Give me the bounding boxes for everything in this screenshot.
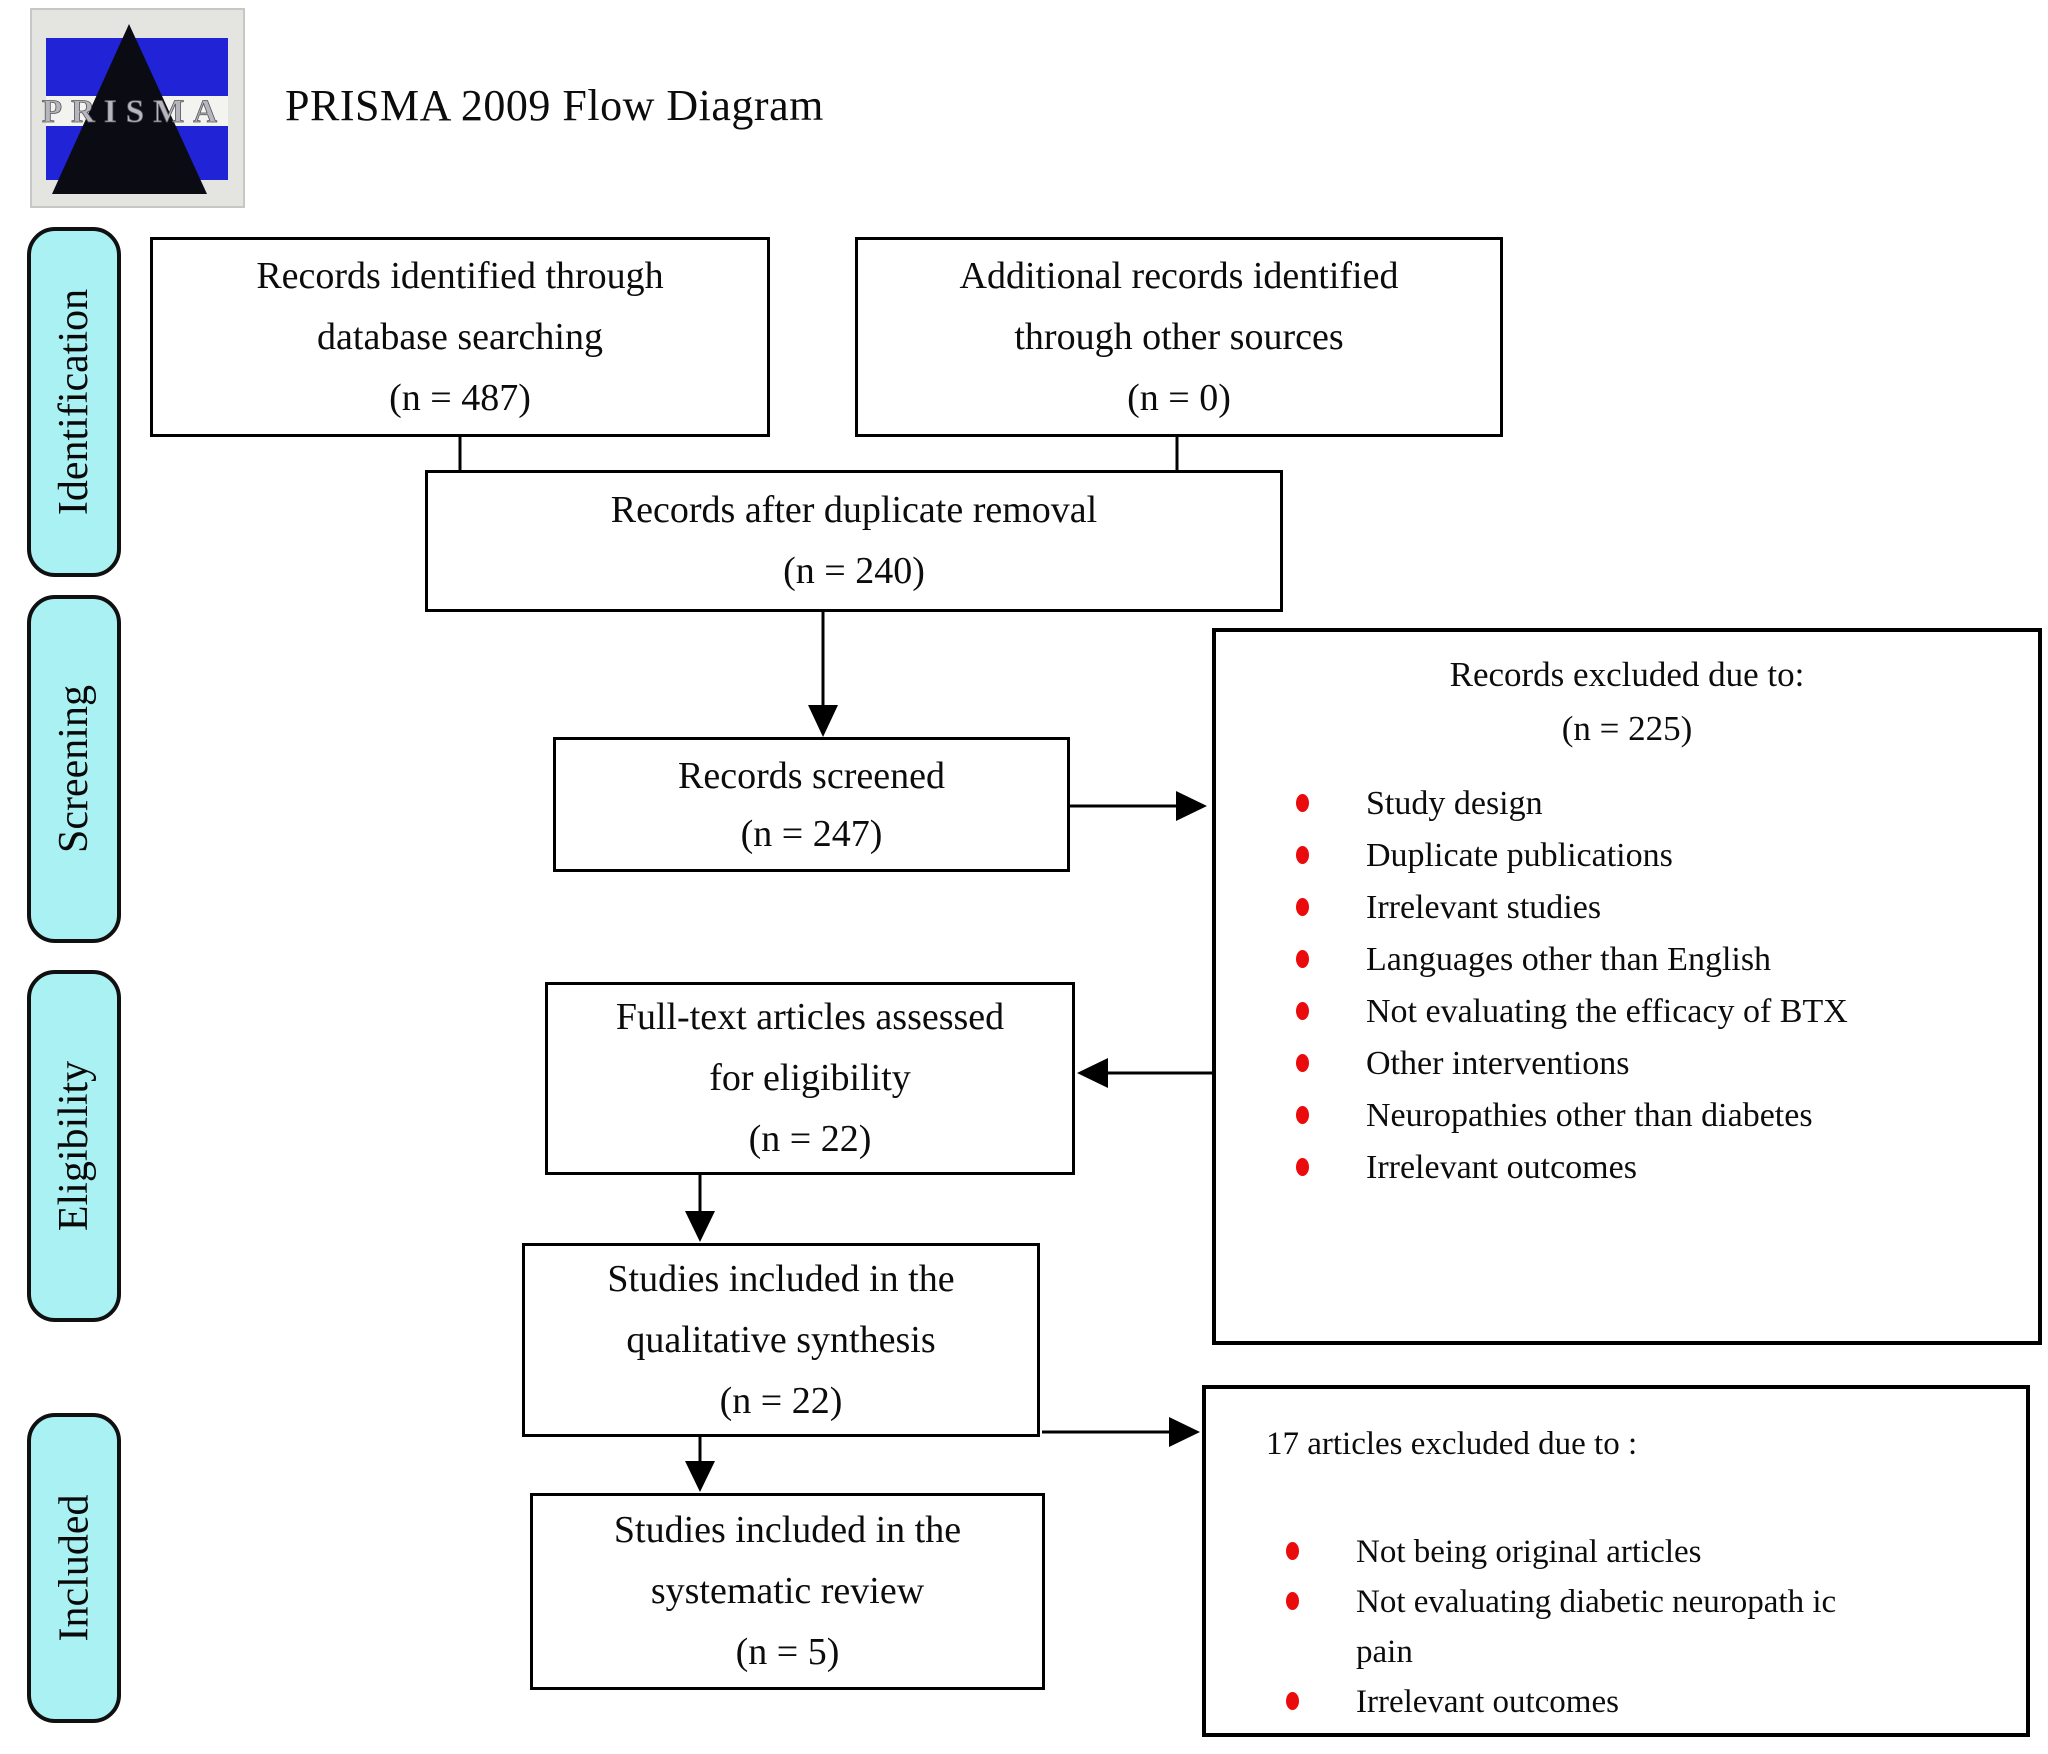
box-articles-excluded: 17 articles excluded due to : Not being …	[1202, 1385, 2030, 1737]
box-additional-records: Additional records identified through ot…	[855, 237, 1503, 437]
stage-included: Included	[27, 1413, 121, 1723]
arrowhead-down-icon	[685, 1211, 715, 1242]
box-count: (n = 22)	[719, 1379, 843, 1422]
box-records-identified: Records identified through database sear…	[150, 237, 770, 437]
arrowhead-down-icon	[808, 705, 838, 737]
box-after-duplicate-removal: Records after duplicate removal (n = 240…	[425, 470, 1283, 612]
box-line: for eligibility	[709, 1057, 911, 1099]
box-line: Additional records identified	[959, 254, 1399, 297]
box-qualitative-synthesis: Studies included in the qualitative synt…	[522, 1243, 1040, 1437]
page-title: PRISMA 2009 Flow Diagram	[285, 81, 824, 130]
arrowhead-right-icon	[1169, 1417, 1200, 1447]
records-excluded-reasons: Study design Duplicate publications Irre…	[1216, 778, 2038, 1194]
box-line: through other sources	[1014, 315, 1344, 358]
box-line: Full-text articles assessed	[615, 996, 1005, 1038]
records-excluded-title: Records excluded due to:	[1449, 655, 1805, 694]
arrowhead-down-icon	[685, 1461, 715, 1492]
box-count: (n = 487)	[389, 376, 531, 419]
box-line: systematic review	[650, 1570, 925, 1612]
box-fulltext-assessed: Full-text articles assessed for eligibil…	[545, 982, 1075, 1175]
articles-excluded-reasons: Not being original articles Not evaluati…	[1206, 1527, 2026, 1727]
box-count: (n = 5)	[735, 1631, 840, 1673]
box-records-screened: Records screened (n = 247)	[553, 737, 1070, 872]
stage-eligibility: Eligibility	[27, 970, 121, 1322]
reason-item: Not being original articles	[1284, 1527, 1901, 1577]
reason-item: Languages other than English	[1294, 934, 2014, 986]
box-count: (n = 22)	[748, 1118, 872, 1160]
prisma-logo-icon: PRISMA	[30, 8, 245, 208]
reason-item: Irrelevant outcomes	[1284, 1677, 1901, 1727]
box-systematic-review: Studies included in the systematic revie…	[530, 1493, 1045, 1690]
reason-item: Neuropathies other than diabetes	[1294, 1090, 2014, 1142]
reason-item: Irrelevant outcomes	[1294, 1142, 2014, 1194]
reason-item: Other interventions	[1294, 1038, 2014, 1090]
reason-item: Irrelevant studies	[1294, 882, 2014, 934]
box-count: (n = 0)	[1127, 376, 1231, 419]
box-line: Records screened	[678, 754, 945, 797]
stage-included-label: Included	[51, 1494, 98, 1642]
stage-screening: Screening	[27, 595, 121, 943]
box-line: Records identified through	[256, 254, 664, 297]
box-count: (n = 247)	[740, 812, 883, 855]
box-line: database searching	[317, 315, 603, 358]
stage-screening-label: Screening	[51, 685, 98, 853]
articles-excluded-title: 17 articles excluded due to :	[1266, 1426, 1638, 1462]
arrowhead-left-icon	[1077, 1058, 1108, 1088]
reason-item: Study design	[1294, 778, 2014, 830]
prisma-logo-text: PRISMA	[42, 94, 226, 130]
box-line: Studies included in the	[613, 1509, 962, 1551]
box-line: Studies included in the	[607, 1257, 955, 1300]
reason-item: Not evaluating the efficacy of BTX	[1294, 986, 2014, 1038]
arrowhead-right-icon	[1176, 791, 1207, 821]
box-count: (n = 240)	[783, 550, 925, 592]
records-excluded-count: (n = 225)	[1561, 709, 1693, 748]
stage-identification: Identification	[27, 227, 121, 577]
box-records-excluded: Records excluded due to: (n = 225) Study…	[1212, 628, 2042, 1345]
stage-identification-label: Identification	[51, 288, 97, 516]
box-line: Records after duplicate removal	[610, 489, 1098, 531]
reason-item: Duplicate publications	[1294, 830, 2014, 882]
box-line: qualitative synthesis	[626, 1318, 936, 1361]
reason-item: Not evaluating diabetic neuropath ic pai…	[1284, 1577, 1901, 1677]
stage-eligibility-label: Eligibility	[51, 1060, 97, 1232]
